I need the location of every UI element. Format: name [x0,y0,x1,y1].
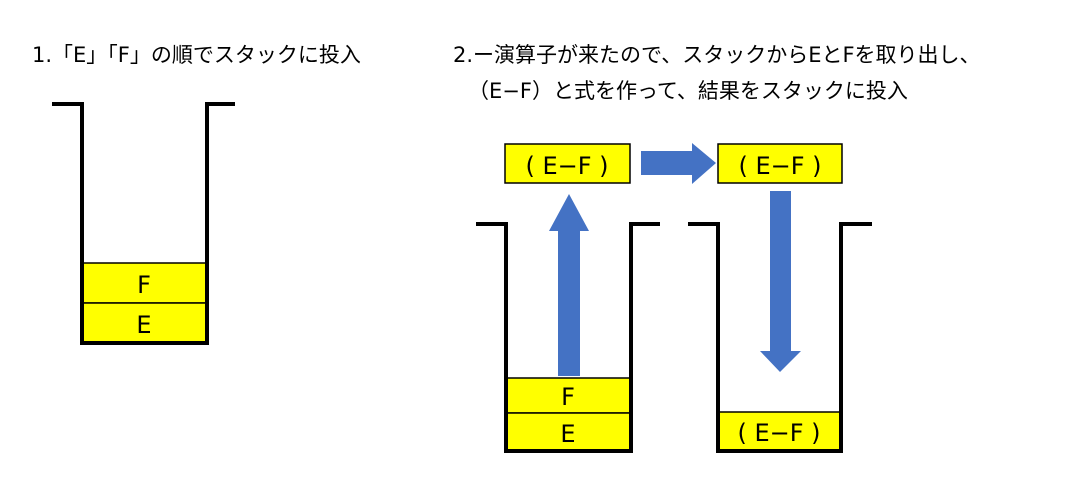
stack-3-label-result: ( E−F ) [737,419,820,447]
stack-3: ( E−F ) [688,222,872,453]
stack-1: F E [52,102,235,345]
step2-caption-line1: 2.ー演算子が来たので、スタックからEとFを取り出し、 [453,43,981,67]
expression-box-left [504,143,631,184]
stack-1-container [52,102,235,345]
stack-1-label-F: F [137,271,151,299]
stack-1-label-E: E [136,311,151,339]
stack-2-container [476,222,660,453]
expression-box-left-label: ( E−F ) [525,152,608,180]
arrow-down-icon [760,191,801,372]
arrow-up-icon [549,194,589,376]
arrow-right-icon [641,143,716,184]
stack-2: F E [476,222,660,453]
stack-3-container [688,222,872,453]
step2-caption-line2: （E−F）と式を作って、結果をスタックに投入 [468,79,908,103]
stack-2-label-F: F [561,383,575,411]
step1-caption: 1.「E」「F」の順でスタックに投入 [32,43,361,67]
expression-box-right-label: ( E−F ) [738,152,821,180]
expression-box-right [717,143,843,184]
stack-2-label-E: E [560,420,575,448]
